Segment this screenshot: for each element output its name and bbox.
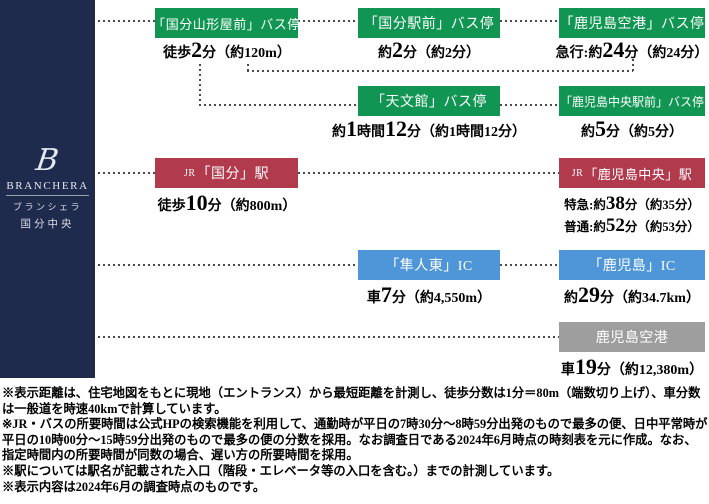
node-label: 「国分山形屋前」バス停 xyxy=(152,16,301,32)
node-jr-kagoshima-chuo-station: JR「鹿児島中央」駅 xyxy=(559,158,705,188)
node-label: 「国分」駅 xyxy=(196,167,270,182)
node-bus-stop-kokubu-ekimae: 「国分駅前」バス停 xyxy=(358,8,500,38)
connector-row1-yamakataya-to-ekimae xyxy=(298,20,358,22)
connector-vert-yamakataya-to-tenmonkan xyxy=(199,64,201,105)
travel-time-hayato-ic: 車7分（約4,550m） xyxy=(366,282,492,307)
node-label: 「鹿児島中央」駅 xyxy=(584,166,693,182)
travel-time-tenmonkan: 約1時間12分（約1時間12分） xyxy=(332,116,526,141)
connector-row4-hayato-to-kagoshima-ic xyxy=(500,264,559,266)
node-label: 「鹿児島」IC xyxy=(588,259,676,274)
connector-row3-banner-to-kokubu xyxy=(98,172,155,174)
node-bus-stop-tenmonkan: 「天文館」バス停 xyxy=(358,86,500,116)
connector-express-bus-line xyxy=(247,70,633,72)
node-label: 「隼人東」IC xyxy=(385,259,473,274)
footnote: ※駅については駅名が記載された入口（階段・エレベータ等の入口を含む。）までの計測… xyxy=(2,463,560,478)
brand-name-kana: ブランシェラ xyxy=(12,202,82,212)
brand-banner: B BRANCHERA ブランシェラ 国分中央 xyxy=(0,0,95,378)
property-name: 国分中央 xyxy=(20,219,75,230)
jr-prefix: JR xyxy=(183,167,196,179)
node-label: 鹿児島空港 xyxy=(595,331,669,346)
travel-time-airport-car: 車19分（約12,380m） xyxy=(560,354,704,379)
connector-row5-banner-to-airport xyxy=(98,336,559,338)
travel-time-airport-bus: 急行:約24分（約24分） xyxy=(555,37,709,62)
footnotes: ※表示距離は、住宅地図をもとに現地（エントランス）から最短距離を計測し、徒歩分数… xyxy=(2,386,708,495)
jr-prefix: JR xyxy=(571,167,584,179)
travel-time-kagoshima-ic: 約29分（約34.7km） xyxy=(564,282,700,307)
connector-row3-kokubu-to-chuo xyxy=(298,172,559,174)
brand-logo-mark-icon: B xyxy=(34,143,62,178)
footnote: ※表示内容は2024年6月の調査時点のものです。 xyxy=(2,479,266,494)
connector-row1-banner-to-yamakataya xyxy=(98,20,155,22)
node-ic-kagoshima: 「鹿児島」IC xyxy=(559,250,705,280)
brand-name: BRANCHERA xyxy=(6,180,89,196)
travel-time-kokubu-ekimae: 約2分（約2分） xyxy=(378,37,480,62)
node-bus-stop-kokubu-yamakataya-mae: 「国分山形屋前」バス停 xyxy=(152,8,301,38)
brand-logo: B BRANCHERA ブランシェラ 国分中央 xyxy=(6,143,89,231)
node-label: 「鹿児島中央駅前」バス停 xyxy=(559,94,704,109)
connector-vert-express-to-airportbus xyxy=(632,59,634,72)
connector-row1-ekimae-to-airportbus xyxy=(500,20,559,22)
footnote: ※表示距離は、住宅地図をもとに現地（エントランス）から最短距離を計測し、徒歩分数… xyxy=(2,386,701,416)
travel-time-yamakataya: 徒歩2分（約120m） xyxy=(163,37,291,62)
node-ic-hayato-higashi: 「隼人東」IC xyxy=(358,250,500,280)
node-bus-stop-kagoshima-chuo-ekimae: 「鹿児島中央駅前」バス停 xyxy=(559,86,705,116)
connector-row2-tenmonkan-to-chuo-ekimae xyxy=(500,104,559,106)
node-label: 「国分駅前」バス停 xyxy=(363,17,495,32)
footnote: ※JR・バスの所要時間は公式HPの検索機能を利用して、通勤時が平日の7時30分～… xyxy=(2,417,708,463)
node-kagoshima-airport: 鹿児島空港 xyxy=(559,322,705,352)
connector-row4-banner-to-hayato xyxy=(98,264,358,266)
node-bus-stop-kagoshima-airport: 「鹿児島空港」バス停 xyxy=(559,8,705,38)
node-jr-kokubu-station: JR「国分」駅 xyxy=(155,158,298,188)
travel-time-jr-kagoshima-chuo: 特急:約38分（約35分） 普通:約52分（約53分） xyxy=(564,193,700,236)
connector-vert-yamakataya-to-express xyxy=(247,64,249,72)
travel-time-chuo-ekimae: 約5分（約5分） xyxy=(581,116,683,141)
connector-row2-to-tenmonkan xyxy=(199,104,357,106)
node-label: 「鹿児島空港」バス停 xyxy=(559,17,705,32)
node-label: 「天文館」バス停 xyxy=(371,95,487,110)
travel-time-jr-kokubu: 徒歩10分（約800m） xyxy=(157,190,297,215)
